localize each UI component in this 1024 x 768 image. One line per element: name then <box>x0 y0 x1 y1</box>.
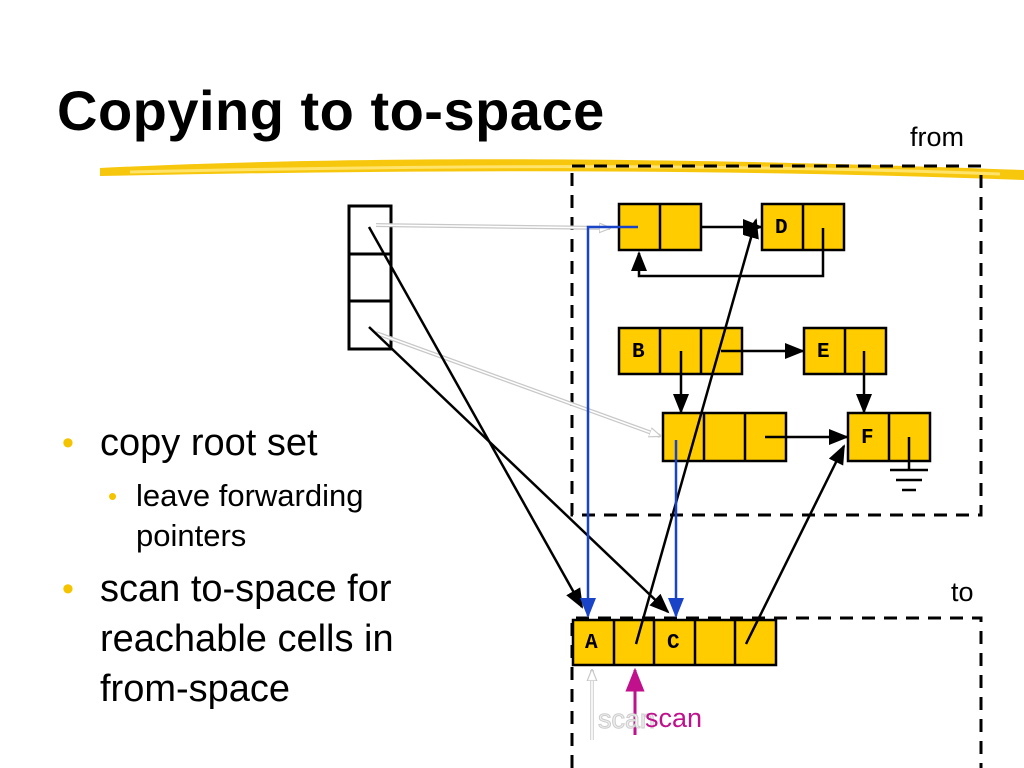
cell-d: D <box>760 202 846 252</box>
cell-f-label: F <box>861 427 874 450</box>
from-space-label: from <box>910 122 964 152</box>
arrow-c-to-f <box>744 444 846 645</box>
title-underline <box>100 159 1024 180</box>
cell-b-label: B <box>632 341 645 364</box>
ghost-scan-label: scan <box>597 704 656 735</box>
arrow-root-to-a <box>367 226 584 609</box>
cell-f: F <box>846 411 932 463</box>
forward-cell1-to-a <box>580 225 638 618</box>
cell-d-label: D <box>775 217 788 240</box>
to-space-label: to <box>951 577 974 607</box>
cell-c-label: C <box>667 632 680 655</box>
cell-a-label: A <box>585 632 598 655</box>
to-space-region <box>570 616 983 768</box>
cell-e: E <box>802 326 888 376</box>
bullet-scan-to-space: scan to-space for reachable cells in fro… <box>62 564 482 714</box>
bullet-copy-root-set: copy root set <box>62 418 482 468</box>
bullet-list: copy root set leave forwarding pointers … <box>62 418 482 722</box>
cell-e-label: E <box>817 341 830 364</box>
from-space-region <box>570 164 983 517</box>
slide-title: Copying to to-space <box>57 79 605 142</box>
sub-bullet-forwarding-pointers: leave forwarding pointers <box>108 476 456 556</box>
arrow-root-to-c <box>368 326 670 614</box>
null-ground-icon <box>890 437 928 492</box>
scan-pointer-label: scan <box>645 703 703 733</box>
arrow-d-back-to-cell1 <box>631 228 825 278</box>
to-space-cells: A C <box>571 618 778 667</box>
arrow-a-to-d <box>634 218 759 645</box>
